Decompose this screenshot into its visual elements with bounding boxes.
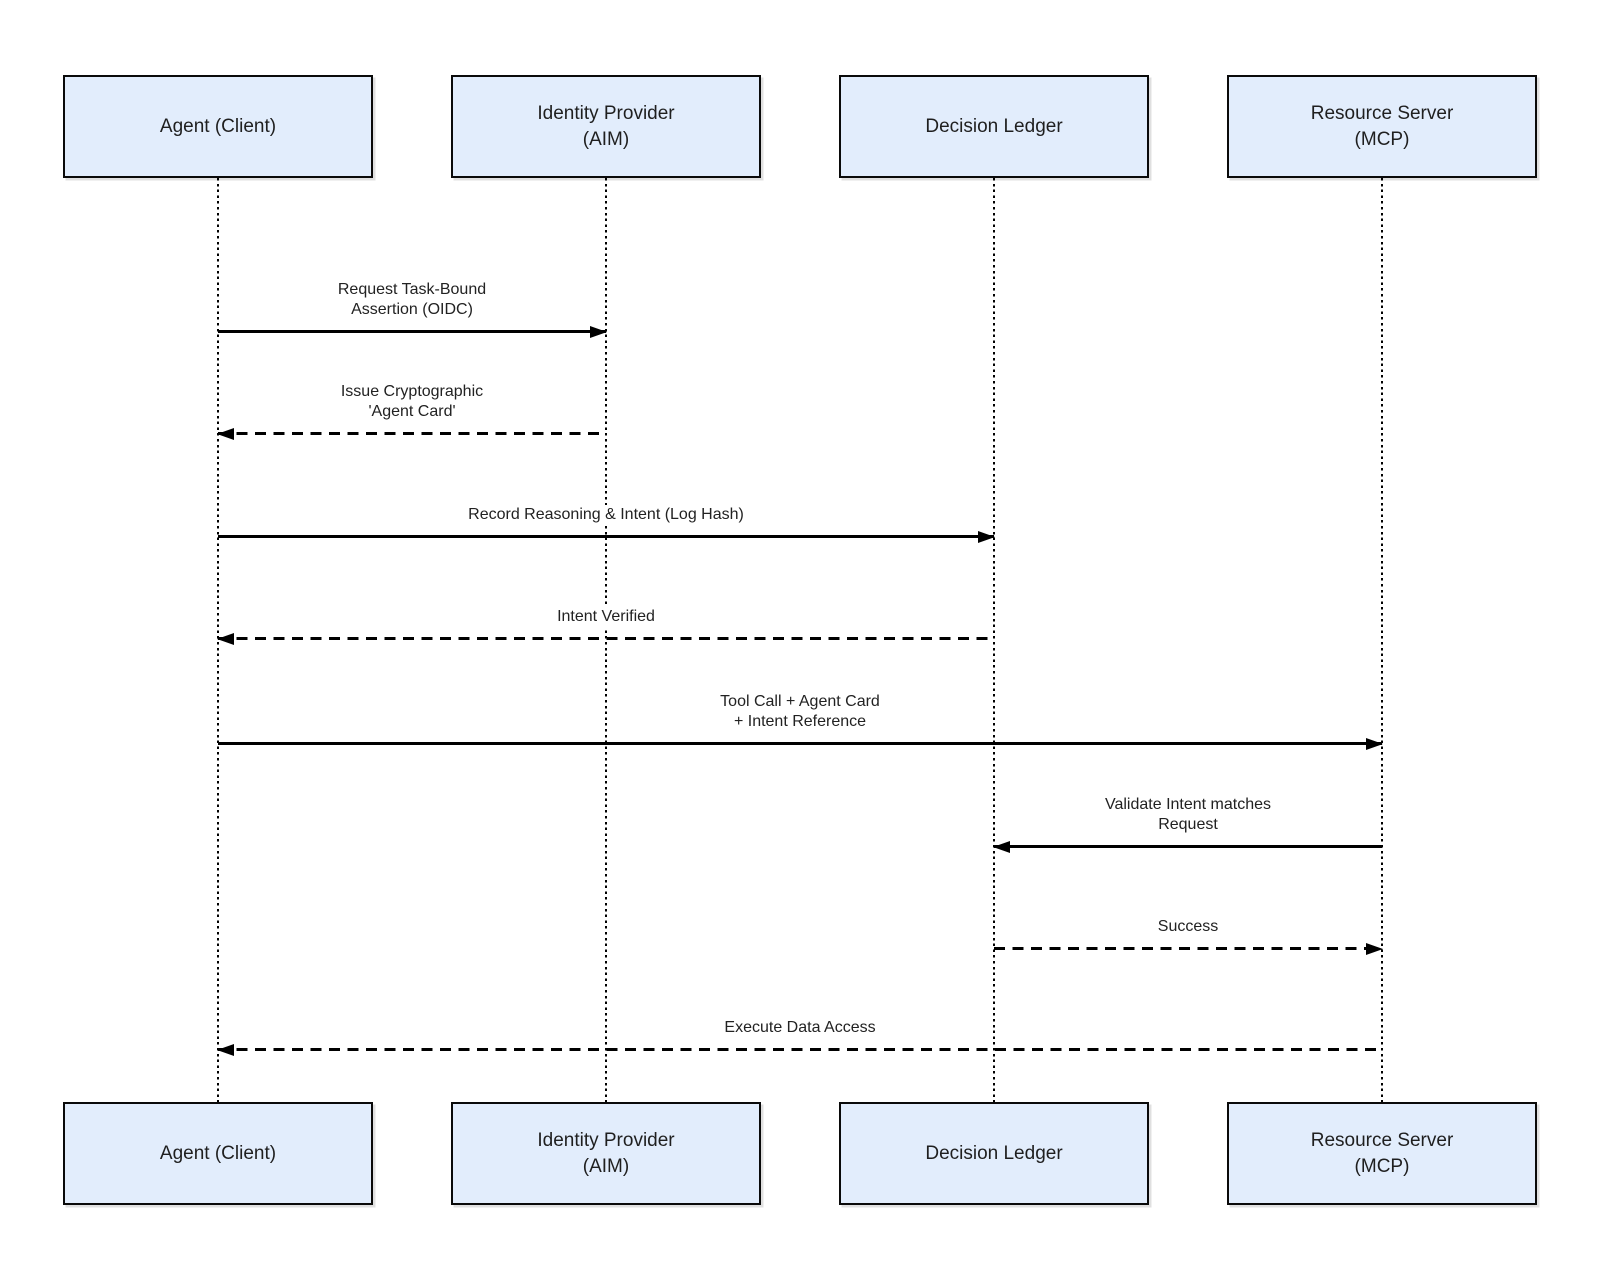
actor-bottom-resource-server: Resource Server (MCP) [1227, 1102, 1537, 1205]
message-intent-verified: Intent Verified [217, 567, 994, 645]
lifeline-decision-ledger [992, 178, 995, 1102]
message-tool-call-agent-card-intent-reference: Tool Call + Agent Card + Intent Referenc… [218, 672, 1383, 750]
lifeline-identity-provider [604, 178, 607, 1102]
message-label: Tool Call + Agent Card + Intent Referenc… [712, 692, 888, 732]
message-execute-data-access: Execute Data Access [217, 978, 1382, 1056]
arrowhead-left-icon [217, 1043, 234, 1056]
actor-top-identity-provider: Identity Provider (AIM) [451, 75, 761, 178]
lifeline-resource-server [1380, 178, 1383, 1102]
message-label: Success [1149, 917, 1227, 937]
actor-top-resource-server: Resource Server (MCP) [1227, 75, 1537, 178]
message-line [993, 840, 1382, 853]
message-issue-agent-card: Issue Cryptographic 'Agent Card' [217, 362, 606, 440]
message-line [218, 325, 607, 338]
message-validate-intent-matches-request: Validate Intent matches Request [993, 775, 1382, 853]
actor-top-agent-client: Agent (Client) [63, 75, 373, 178]
actor-top-decision-ledger: Decision Ledger [839, 75, 1149, 178]
actor-bottom-decision-ledger: Decision Ledger [839, 1102, 1149, 1205]
message-line [218, 530, 995, 543]
message-request-task-bound-assertion: Request Task-Bound Assertion (OIDC) [218, 260, 607, 338]
message-line [994, 942, 1383, 955]
message-line [217, 1043, 1382, 1056]
arrowhead-left-icon [217, 427, 234, 440]
message-label: Record Reasoning & Intent (Log Hash) [460, 505, 752, 525]
actor-bottom-identity-provider: Identity Provider (AIM) [451, 1102, 761, 1205]
actor-bottom-agent-client: Agent (Client) [63, 1102, 373, 1205]
arrowhead-left-icon [217, 632, 234, 645]
message-label: Intent Verified [549, 607, 663, 627]
message-line [218, 737, 1383, 750]
message-record-reasoning-intent: Record Reasoning & Intent (Log Hash) [218, 465, 995, 543]
arrowhead-right-icon [978, 530, 995, 543]
message-line [217, 427, 606, 440]
arrowhead-left-icon [993, 840, 1010, 853]
arrowhead-right-icon [1366, 737, 1383, 750]
message-label: Issue Cryptographic 'Agent Card' [315, 382, 509, 422]
arrowhead-right-icon [590, 325, 607, 338]
message-label: Request Task-Bound Assertion (OIDC) [315, 280, 509, 320]
message-label: Execute Data Access [716, 1018, 884, 1038]
message-line [217, 632, 994, 645]
message-success: Success [994, 877, 1383, 955]
message-label: Validate Intent matches Request [1091, 795, 1285, 835]
arrowhead-right-icon [1366, 942, 1383, 955]
